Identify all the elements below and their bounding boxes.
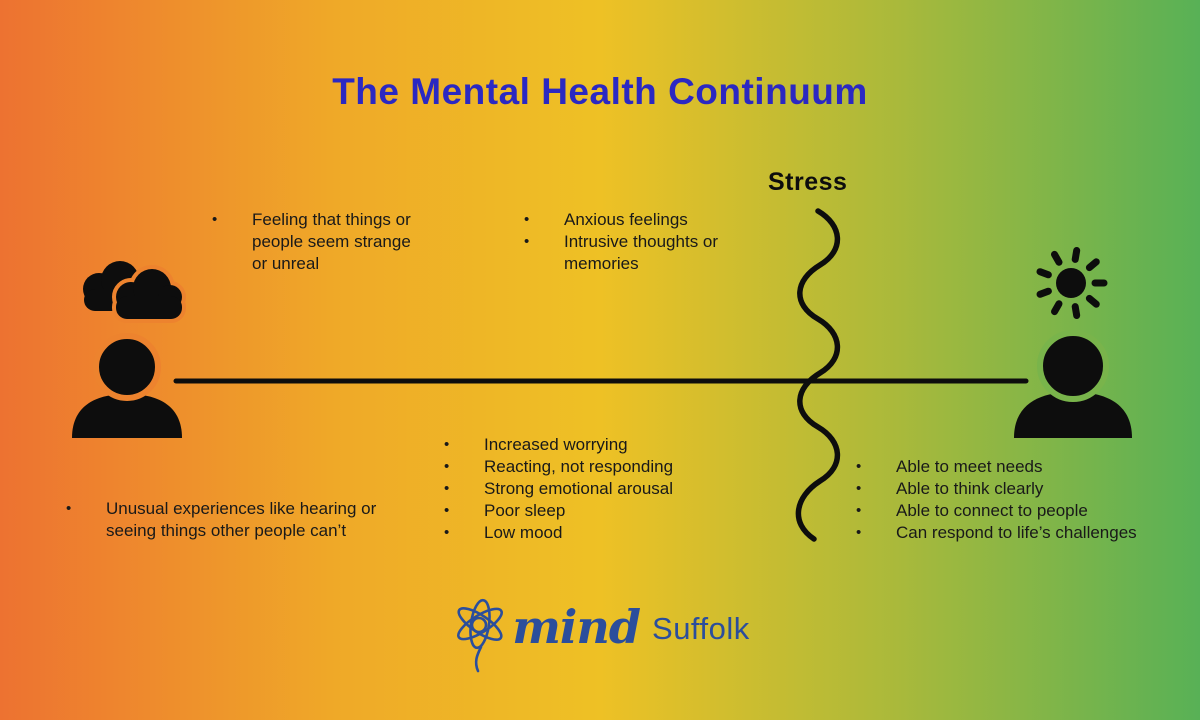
bullet-dot: • [212, 211, 218, 228]
logo-row: mind Suffolk [0, 592, 1200, 682]
list-bottom-left: • Unusual experiences like hearing or se… [66, 498, 466, 542]
bullet-dot: • [856, 524, 862, 541]
person-body [1014, 392, 1132, 438]
suffolk-label: Suffolk [652, 611, 750, 646]
person-clouds-icon [72, 261, 182, 438]
list-top-left: • Feeling that things or people seem str… [212, 209, 442, 275]
list-item-text: Can respond to life’s challenges [896, 523, 1137, 542]
list-item: • Unusual experiences like hearing or se… [66, 498, 466, 542]
bullet-dot: • [444, 436, 450, 453]
list-item-text: Able to meet needs [896, 457, 1043, 476]
list-item: • Increased worrying [444, 434, 744, 456]
list-item: • Reacting, not responding [444, 456, 744, 478]
list-item-text: Able to think clearly [896, 479, 1044, 498]
list-item-text: Low mood [484, 523, 563, 542]
list-item-text: Reacting, not responding [484, 457, 674, 476]
list-bottom-middle: • Increased worrying • Reacting, not res… [444, 434, 744, 544]
list-item-text: Strong emotional arousal [484, 479, 674, 498]
list-item-text: Able to connect to people [896, 501, 1088, 520]
stress-label: Stress [768, 168, 848, 196]
bullet-dot: • [856, 502, 862, 519]
bullet-dot: • [444, 458, 450, 475]
list-item: • Can respond to life’s challenges [856, 522, 1186, 544]
list-item: • Feeling that things or people seem str… [212, 209, 442, 275]
list-item-text: Poor sleep [484, 501, 566, 520]
list-item: • Strong emotional arousal [444, 478, 744, 500]
bullet-dot: • [524, 233, 530, 250]
person-body [72, 394, 182, 438]
person-head [93, 333, 161, 401]
bullet-dot: • [444, 524, 450, 541]
person-head [1037, 330, 1109, 402]
stress-wave-line [795, 208, 841, 542]
bullet-dot: • [444, 480, 450, 497]
list-item: • Able to think clearly [856, 478, 1186, 500]
bullet-dot: • [66, 500, 72, 517]
mind-wordmark: mind [512, 600, 641, 654]
list-item: • Intrusive thoughts or memories [524, 231, 784, 275]
list-item-text: Intrusive thoughts or memories [564, 232, 719, 273]
list-item: • Able to connect to people [856, 500, 1186, 522]
bullet-dot: • [856, 480, 862, 497]
mind-squiggle-icon [457, 598, 504, 673]
bullet-dot: • [444, 502, 450, 519]
page-title: The Mental Health Continuum [332, 71, 868, 112]
list-item-text: Increased worrying [484, 435, 628, 454]
list-right: • Able to meet needs • Able to think cle… [856, 456, 1186, 544]
sun-icon [1036, 247, 1108, 319]
list-item: • Poor sleep [444, 500, 744, 522]
bullet-dot: • [524, 211, 530, 228]
bullet-dot: • [856, 458, 862, 475]
mind-suffolk-logo: mind Suffolk [450, 592, 749, 676]
list-top-middle: • Anxious feelings • Intrusive thoughts … [524, 209, 784, 275]
person-sun-icon [1014, 247, 1132, 438]
list-item-text: Unusual experiences like hearing or seei… [106, 499, 377, 540]
list-item-text: Anxious feelings [564, 210, 688, 229]
list-item: • Anxious feelings [524, 209, 784, 231]
list-item: • Able to meet needs [856, 456, 1186, 478]
list-item: • Low mood [444, 522, 744, 544]
list-item-text: Feeling that things or people seem stran… [252, 210, 411, 273]
